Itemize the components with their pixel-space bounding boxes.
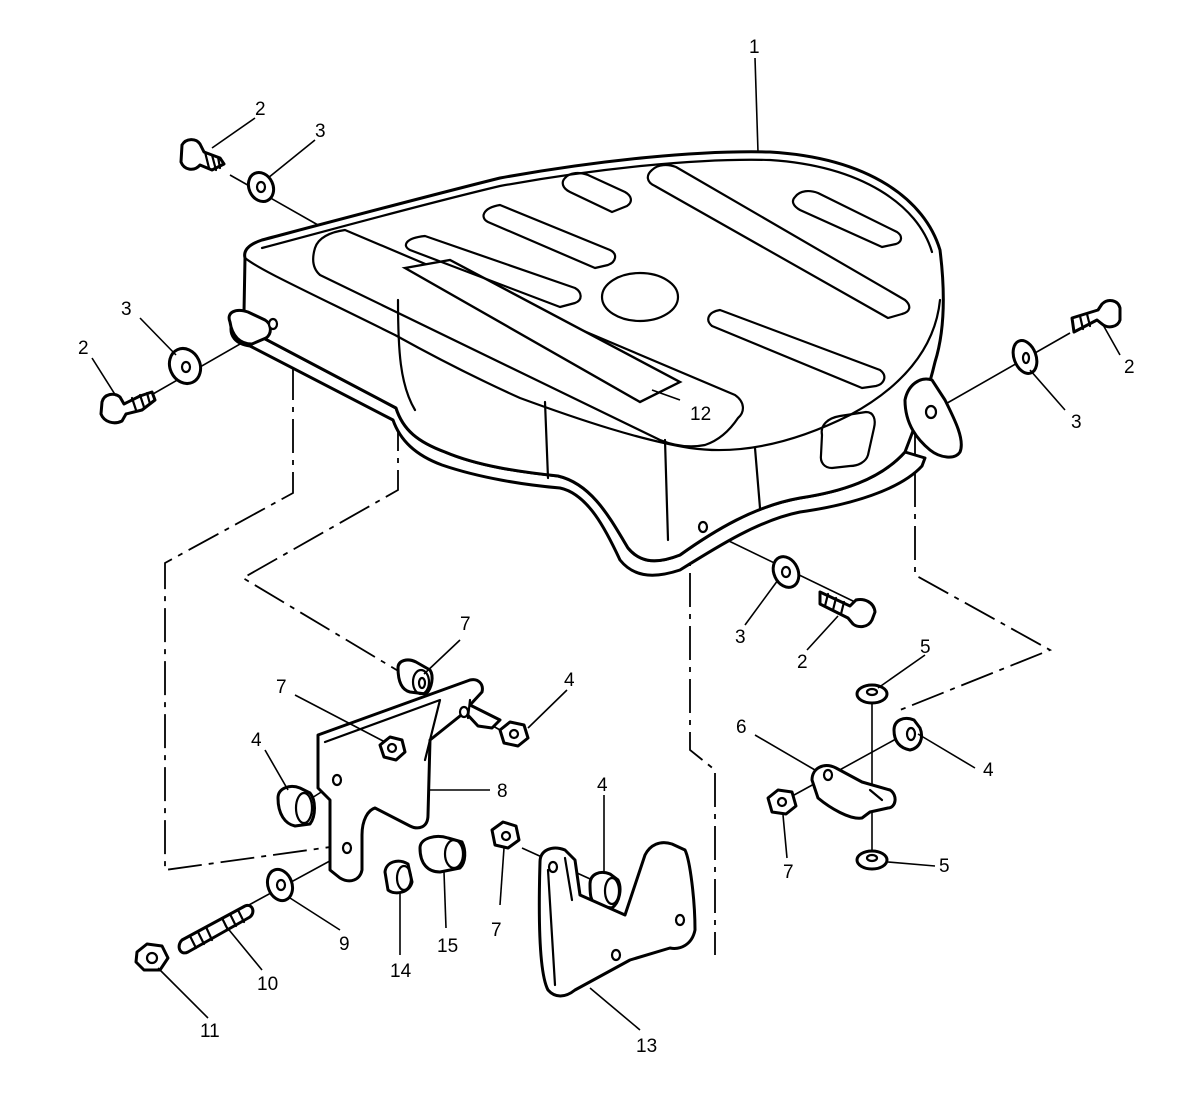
- spacer-4-right: [892, 716, 924, 752]
- callout-10: 10: [257, 974, 278, 995]
- bracket-6: [810, 764, 897, 820]
- bracket-left: [316, 678, 502, 883]
- spacer-14: [383, 859, 414, 895]
- nut-7-right: [766, 788, 798, 816]
- washer-stud: [265, 867, 295, 903]
- threaded-stud: [177, 903, 255, 955]
- spacer-left: [276, 784, 316, 828]
- callout-2: 2: [78, 338, 89, 359]
- callout-7: 7: [491, 920, 502, 941]
- center-hole: [600, 271, 680, 323]
- callout-4: 4: [564, 670, 575, 691]
- callout-3: 3: [735, 627, 746, 648]
- callout-5: 5: [920, 637, 931, 658]
- nut-bracket: [378, 735, 407, 762]
- callout-8: 8: [497, 781, 508, 802]
- nut-bracket-right: [498, 720, 530, 748]
- spacer-13: [588, 870, 622, 910]
- callout-4: 4: [251, 730, 262, 751]
- screw-left: [99, 390, 157, 425]
- callout-12: 12: [690, 404, 711, 425]
- callout-7: 7: [783, 862, 794, 883]
- callout-5: 5: [939, 856, 950, 877]
- decal-label: [401, 258, 683, 404]
- callout-7: 7: [276, 677, 287, 698]
- belt-guard-cover: [227, 150, 963, 577]
- callout-9: 9: [339, 934, 350, 955]
- callout-3: 3: [1071, 412, 1082, 433]
- callout-labels: 1 2 3 3 2 2 3 12 3 2 7 7 4 5 6 4 4 8 4 7…: [78, 37, 1135, 1057]
- callout-13: 13: [636, 1036, 657, 1057]
- callout-2: 2: [1124, 357, 1135, 378]
- callout-15: 15: [437, 936, 458, 957]
- spacer-15: [418, 834, 467, 874]
- callout-1: 1: [749, 37, 760, 58]
- callout-4: 4: [983, 760, 994, 781]
- washer-left: [167, 346, 203, 386]
- nut-13: [490, 820, 521, 850]
- callout-leaders: [91, 57, 1121, 1031]
- callout-4: 4: [597, 775, 608, 796]
- screw-front: [818, 590, 877, 629]
- callout-7: 7: [460, 614, 471, 635]
- washer-front: [771, 555, 801, 589]
- washer-right: [1011, 339, 1039, 375]
- callout-14: 14: [390, 961, 412, 982]
- bracket-13: [537, 841, 697, 998]
- callout-11: 11: [200, 1021, 220, 1042]
- spacer-top: [396, 658, 434, 696]
- callout-3: 3: [315, 121, 326, 142]
- washer-top-left: [246, 170, 276, 204]
- screw-top-left: [179, 138, 226, 172]
- washer-5-bottom: [855, 849, 889, 871]
- callout-3: 3: [121, 299, 132, 320]
- screw-right: [1070, 299, 1122, 334]
- hex-nut-11: [134, 942, 170, 972]
- callout-2: 2: [255, 99, 266, 120]
- callout-6: 6: [736, 717, 747, 738]
- washer-5-top: [855, 683, 889, 705]
- callout-2: 2: [797, 652, 808, 673]
